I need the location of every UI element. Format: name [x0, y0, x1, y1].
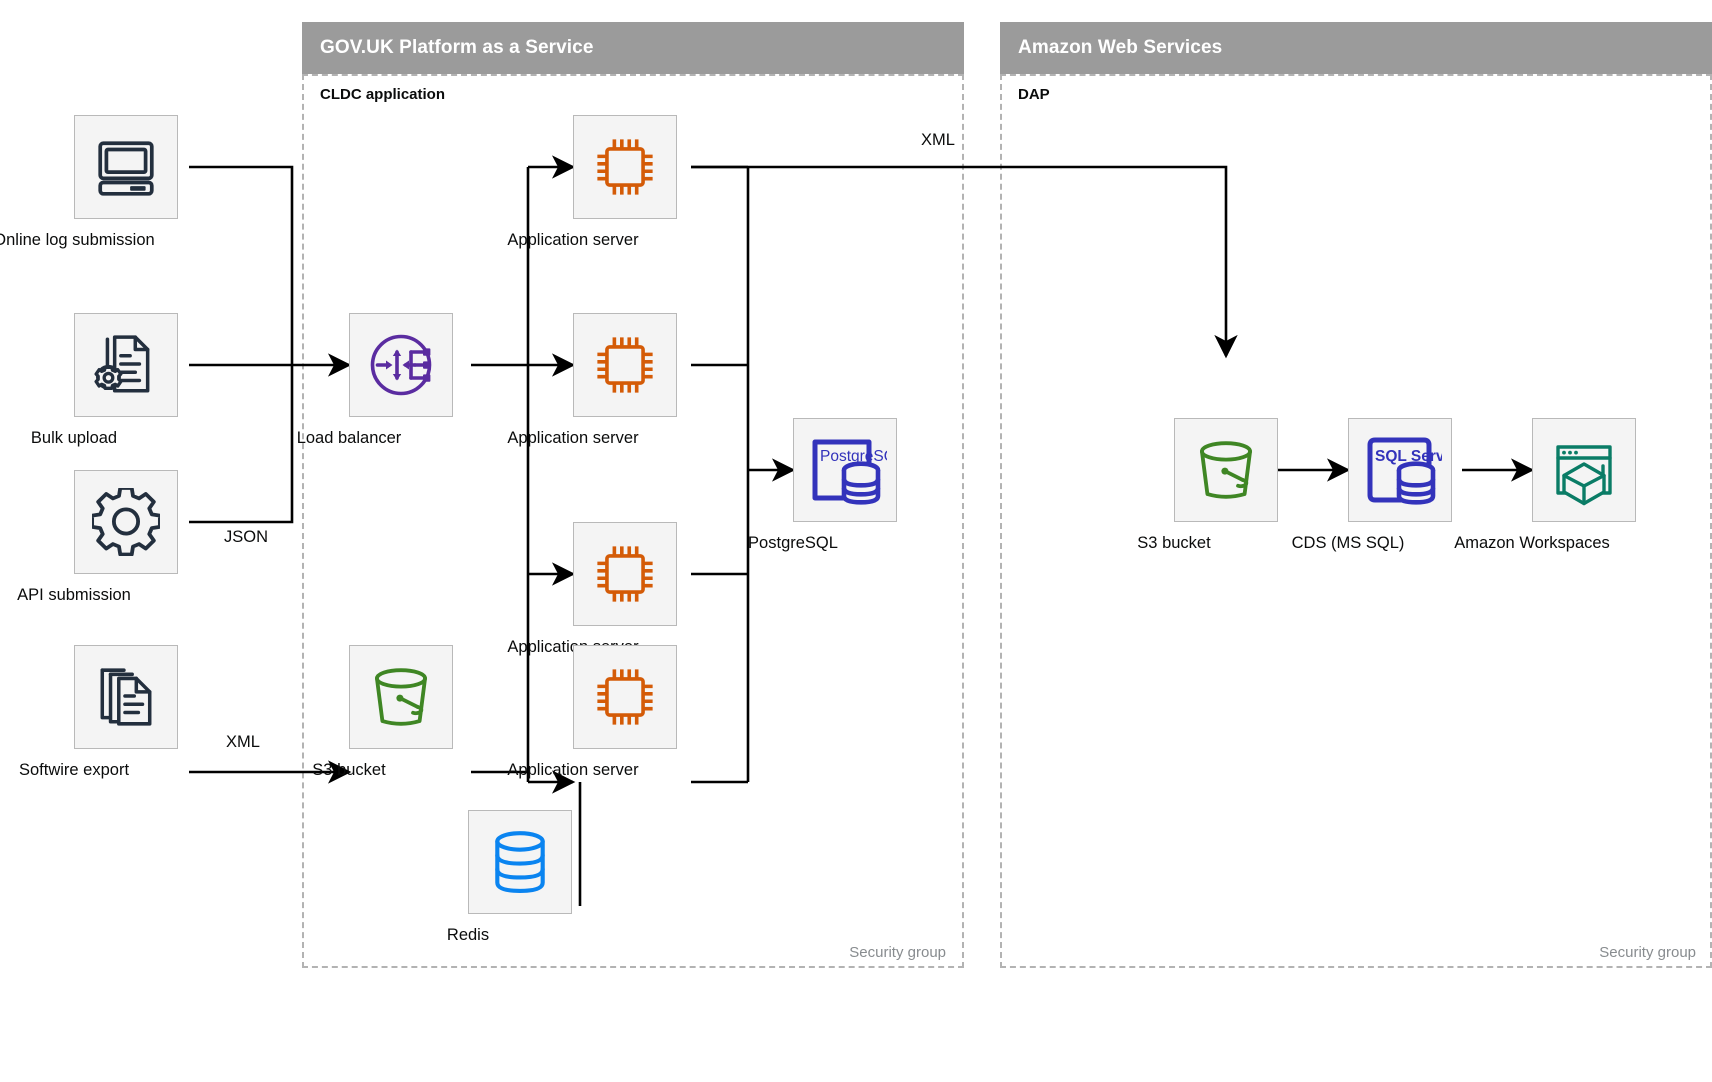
group-title-aws: Amazon Web Services: [1018, 37, 1223, 58]
edge-label-xml-softwire: XML: [222, 733, 264, 752]
security-group-box-aws: [1000, 74, 1712, 968]
cpu-chip-icon: [573, 522, 677, 626]
node-label-redis: Redis: [446, 926, 490, 944]
sub-label-dap: DAP: [1018, 86, 1050, 103]
node-label-application-server-4: Application server: [507, 761, 639, 779]
gear-icon: [74, 470, 178, 574]
database-cylinder-icon: [468, 810, 572, 914]
s3-bucket-icon: [349, 645, 453, 749]
group-header-paas: GOV.UK Platform as a Service: [302, 22, 964, 74]
node-label-online-log-submission: Online log submission: [0, 231, 155, 249]
group-title-paas: GOV.UK Platform as a Service: [320, 37, 594, 58]
s3-bucket-icon: [1174, 418, 1278, 522]
cpu-chip-icon: [573, 313, 677, 417]
document-gear-icon: [74, 313, 178, 417]
desktop-computer-icon: [74, 115, 178, 219]
node-label-s3-bucket-dap: S3 bucket: [1137, 534, 1211, 552]
amazon-workspaces-icon: [1532, 418, 1636, 522]
security-group-box-paas: [302, 74, 964, 968]
node-label-postgresql: PostgreSQL: [748, 534, 838, 552]
cpu-chip-icon: [573, 645, 677, 749]
node-label-api-submission: API submission: [17, 586, 131, 604]
node-label-s3-bucket-paas: S3 bucket: [312, 761, 386, 779]
node-label-load-balancer: Load balancer: [296, 429, 402, 447]
security-group-label-paas: Security group: [849, 944, 946, 961]
node-label-amazon-workspaces: Amazon Workspaces: [1454, 534, 1610, 552]
edge-label-xml-dap: XML: [917, 131, 959, 150]
node-label-bulk-upload: Bulk upload: [30, 429, 118, 447]
postgresql-badge-text: PostgreSQL: [820, 448, 887, 465]
postgresql-icon: PostgreSQL: [793, 418, 897, 522]
group-header-aws: Amazon Web Services: [1000, 22, 1712, 74]
node-label-application-server-2: Application server: [507, 429, 639, 447]
sql-server-badge-text: SQL Server: [1375, 448, 1442, 465]
security-group-label-aws: Security group: [1599, 944, 1696, 961]
documents-stack-icon: [74, 645, 178, 749]
cpu-chip-icon: [573, 115, 677, 219]
sql-server-icon: SQL Server: [1348, 418, 1452, 522]
load-balancer-icon: [349, 313, 453, 417]
node-label-application-server-1: Application server: [507, 231, 639, 249]
node-label-cds-ms-sql: CDS (MS SQL): [1291, 534, 1405, 552]
edge-label-json: JSON: [219, 528, 273, 547]
sub-label-cldc: CLDC application: [320, 86, 446, 103]
node-label-softwire-export: Softwire export: [18, 761, 130, 779]
